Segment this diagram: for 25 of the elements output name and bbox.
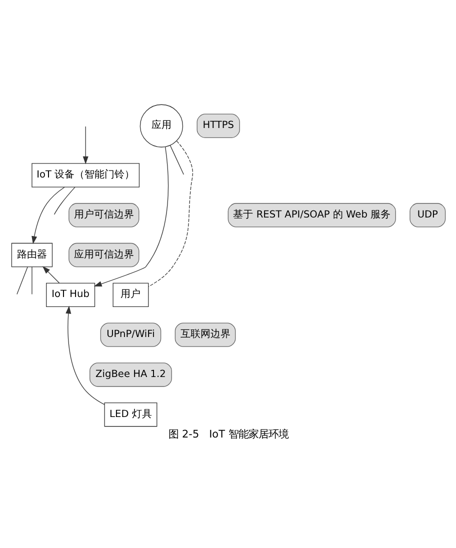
caption: 图 2-5 IoT 智能家居环境	[168, 428, 288, 440]
node-box: 用户	[112, 282, 148, 308]
arrow	[65, 306, 104, 405]
node-circle: 应用	[139, 104, 183, 148]
label: 用户可信边界	[73, 209, 134, 220]
arrow	[82, 126, 88, 164]
label: UPnP/WiFi	[106, 329, 154, 340]
connector	[16, 266, 28, 295]
label: 互联网边界	[180, 329, 230, 340]
node-box: IoT Hub	[46, 282, 95, 308]
arrow	[31, 186, 64, 244]
arrow	[93, 146, 168, 286]
label: UDP	[416, 209, 438, 220]
arrow	[42, 266, 60, 284]
label: 应用可信边界	[73, 249, 134, 260]
node-box: LED 灯具	[104, 402, 157, 427]
connector	[148, 140, 193, 287]
node-box: IoT 设备（智能门铃）	[31, 163, 140, 188]
connector	[31, 266, 32, 295]
label: 基于 REST API/SOAP 的 Web 服务	[232, 209, 390, 220]
connector	[53, 186, 75, 215]
label: ZigBee HA 1.2	[95, 369, 166, 380]
connector	[169, 145, 184, 175]
label: HTTPS	[202, 120, 234, 132]
node-box: 路由器	[10, 242, 52, 268]
